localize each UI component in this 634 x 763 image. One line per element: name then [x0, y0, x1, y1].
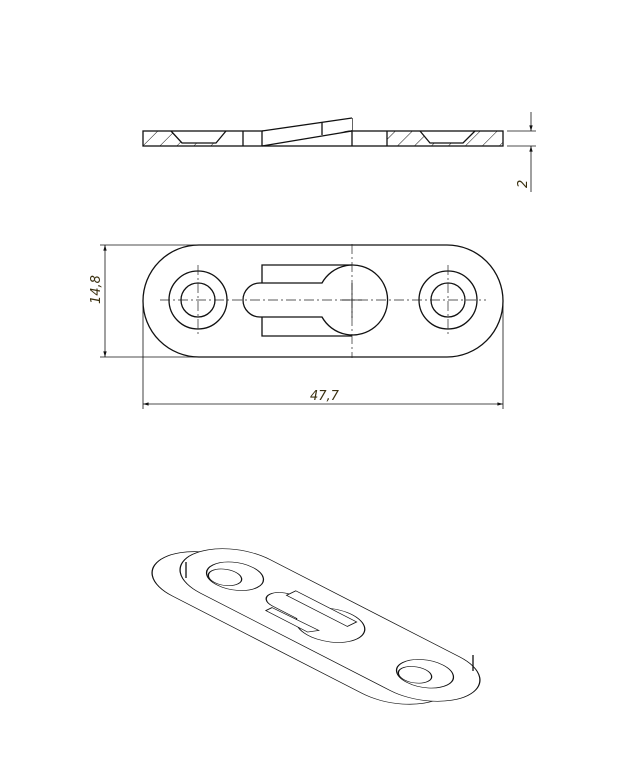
thickness-dimension: 2	[507, 112, 536, 192]
width-dimension-label: 14,8	[89, 275, 104, 304]
isometric-view	[151, 548, 481, 705]
length-dimension-label: 47,7	[310, 389, 340, 404]
thickness-dimension-label: 2	[516, 180, 531, 188]
top-view	[142, 244, 504, 358]
length-dimension: 47,7	[142, 300, 504, 409]
keyhole-slot	[242, 264, 389, 336]
side-section-view	[142, 117, 504, 147]
width-dimension: 14,8	[89, 244, 200, 358]
